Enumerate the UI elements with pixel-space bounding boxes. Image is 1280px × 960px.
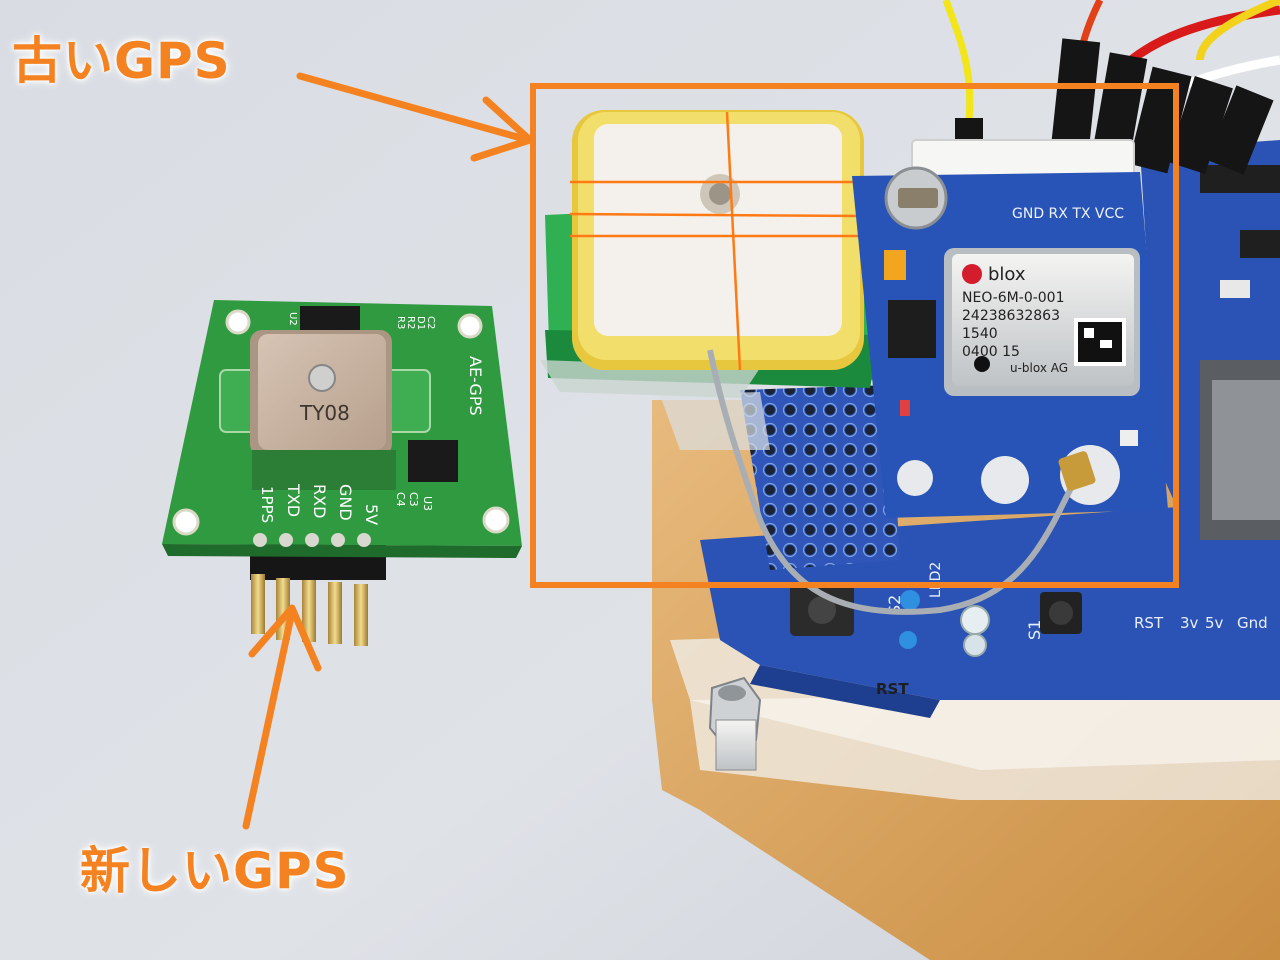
new-gps-board-name: AE-GPS <box>466 356 485 416</box>
silk-d1: D1 <box>415 316 426 330</box>
neo6m-pin-header-label: GND RX TX VCC <box>1012 206 1124 222</box>
silk-u3: U3 <box>421 496 434 511</box>
chip-model-text: NEO-6M-0-001 <box>962 290 1065 306</box>
old-gps-highlight-box <box>530 83 1179 588</box>
old-gps-patch-antenna <box>569 110 864 371</box>
shield-label-3v: 3v <box>1180 614 1199 632</box>
silk-c4: C4 <box>394 492 407 507</box>
old-gps-annotation: 古いGPS <box>12 32 231 90</box>
pin-label-1pps: 1PPS <box>258 486 276 523</box>
pin-label-txd: TXD <box>284 483 303 517</box>
silk-u2: U2 <box>287 312 298 326</box>
shield-label-gnd: Gnd <box>1237 614 1268 632</box>
perf-board <box>660 385 900 570</box>
chip-maker-text: u-blox AG <box>1010 361 1068 375</box>
shield-label-rst: RST <box>1134 614 1164 632</box>
shield-label-5v: 5v <box>1205 614 1224 632</box>
silk-c2: C2 <box>425 316 436 329</box>
hex-standoff <box>708 676 762 771</box>
silk-r3: R3 <box>395 316 406 329</box>
new-gps-annotation: 新しいGPS <box>80 842 350 900</box>
new-gps-arrow <box>242 604 322 830</box>
antenna-cable <box>707 349 1096 615</box>
silk-r2: R2 <box>405 316 416 329</box>
base-label-rst: RST <box>876 680 909 698</box>
pin-label-rxd: RXD <box>310 484 329 518</box>
ublox-chip: blox NEO-6M-0-001 24238632863 1540 0400 … <box>944 248 1140 396</box>
shield-label-s1: S1 <box>1025 620 1044 640</box>
new-gps-antenna-marking: TY08 <box>299 401 350 425</box>
new-gps-module: TY08 AE-GPS U3 C3 C4 R3 R2 D1 C2 U2 1PPS… <box>162 300 522 646</box>
silk-c3: C3 <box>407 492 420 507</box>
old-gps-arrow <box>296 72 534 162</box>
pin-label-gnd: GND <box>336 484 355 521</box>
chip-lot-text: 1540 <box>962 326 998 342</box>
chip-date-text: 0400 15 <box>962 344 1020 360</box>
chip-brand-text: blox <box>988 264 1026 285</box>
chip-serial-text: 24238632863 <box>962 308 1060 324</box>
shield-label-led2: LED2 <box>928 562 944 598</box>
pin-label-5v: 5V <box>362 504 381 525</box>
